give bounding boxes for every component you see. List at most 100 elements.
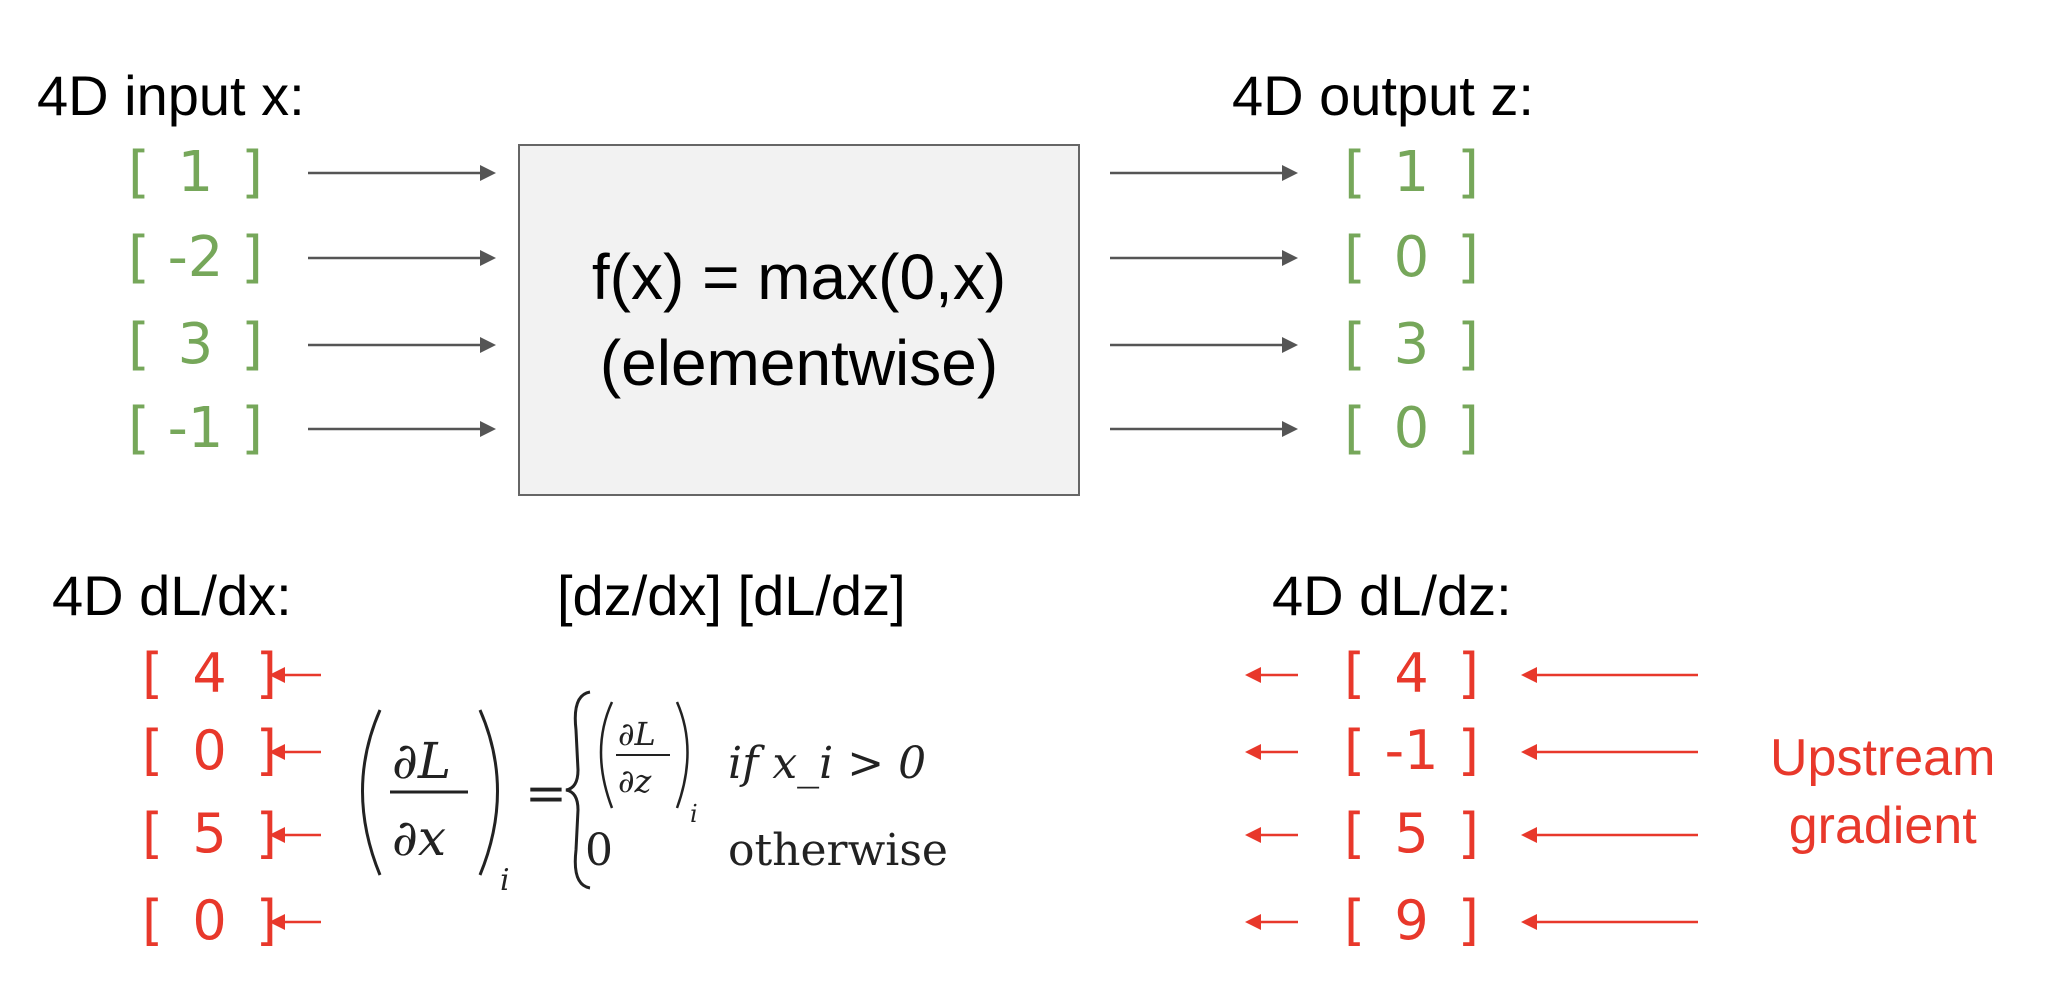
bracket-close: ]	[1457, 396, 1479, 461]
dx-arrow	[269, 744, 321, 760]
output-arrow	[1110, 337, 1298, 353]
input-value: 1	[177, 140, 214, 205]
dx-arrow	[269, 667, 321, 683]
function-note: (elementwise)	[599, 327, 999, 399]
relu-gradient-formula: ∂L ∂x i = ∂L ∂z i if x_i > 0 0 otherwise	[361, 690, 948, 898]
equals-sign: =	[525, 764, 567, 822]
bracket-open: [	[142, 802, 164, 865]
output-entry: [0]	[1344, 230, 1479, 286]
bracket-open: [	[128, 225, 150, 290]
dx-entry: [5]	[142, 807, 277, 861]
bracket-close: ]	[255, 889, 277, 952]
bracket-open: [	[1344, 312, 1366, 377]
bracket-open: [	[142, 719, 164, 782]
bracket-close: ]	[1457, 889, 1479, 952]
dz-value: 5	[1394, 802, 1429, 865]
case2-condition: otherwise	[728, 825, 948, 876]
input-title: 4D input x:	[37, 64, 305, 127]
case1-subscript: i	[690, 800, 698, 828]
dz-title: 4D dL/dz:	[1272, 564, 1512, 627]
bracket-open: [	[128, 312, 150, 377]
case1-numerator: ∂L	[618, 715, 656, 753]
input-entry: [-1]	[128, 401, 263, 457]
bracket-open: [	[142, 642, 164, 705]
jacobian-title: [dz/dx] [dL/dz]	[557, 564, 906, 627]
upstream-arrow	[1521, 667, 1698, 683]
bracket-close: ]	[241, 225, 263, 290]
bracket-close: ]	[241, 312, 263, 377]
bracket-close: ]	[255, 802, 277, 865]
upstream-label-line1: Upstream	[1770, 729, 1996, 787]
input-arrow	[308, 337, 496, 353]
bracket-close: ]	[255, 719, 277, 782]
case2-value: 0	[585, 825, 613, 876]
bracket-open: [	[1344, 719, 1366, 782]
bracket-close: ]	[1457, 719, 1479, 782]
output-entry: [1]	[1344, 145, 1479, 201]
dz-value: 4	[1394, 642, 1429, 705]
relu-function-box: f(x) = max(0,x) (elementwise)	[518, 144, 1080, 496]
dx-entry: [4]	[142, 647, 277, 701]
upstream-label-line2: gradient	[1788, 796, 1977, 855]
dx-entry: [0]	[142, 894, 277, 948]
dx-entry: [0]	[142, 724, 277, 778]
case1-denominator: ∂z	[618, 762, 653, 800]
bracket-close: ]	[255, 642, 277, 705]
dx-title: 4D dL/dx:	[52, 564, 292, 627]
input-entry: [3]	[128, 317, 263, 373]
bracket-open: [	[1344, 889, 1366, 952]
bracket-close: ]	[1457, 312, 1479, 377]
function-formula: f(x) = max(0,x)	[591, 240, 1007, 313]
bracket-open: [	[1344, 642, 1366, 705]
bracket-open: [	[1344, 396, 1366, 461]
output-arrow	[1110, 421, 1298, 437]
input-arrow	[308, 421, 496, 437]
bracket-open: [	[128, 140, 150, 205]
dz-arrow	[1245, 667, 1298, 683]
input-value: 3	[177, 312, 214, 377]
output-value: 0	[1393, 396, 1430, 461]
lhs-denominator: ∂x	[392, 809, 446, 867]
dz-value: -1	[1384, 719, 1439, 782]
dz-entry: [-1]	[1344, 724, 1479, 778]
bracket-close: ]	[1457, 802, 1479, 865]
bracket-close: ]	[241, 396, 263, 461]
dx-arrow	[269, 827, 321, 843]
bracket-close: ]	[1457, 642, 1479, 705]
output-entry: [0]	[1344, 401, 1479, 457]
input-value: -2	[167, 225, 224, 290]
input-entry: [1]	[128, 145, 263, 201]
dx-value: 0	[192, 719, 227, 782]
lhs-numerator: ∂L	[392, 732, 451, 790]
upstream-gradient-label: Upstream gradient	[1770, 725, 1995, 860]
dz-value: 9	[1394, 889, 1429, 952]
dz-entry: [4]	[1344, 647, 1479, 701]
output-arrow	[1110, 165, 1298, 181]
output-value: 0	[1393, 225, 1430, 290]
bracket-open: [	[1344, 802, 1366, 865]
bracket-open: [	[142, 889, 164, 952]
output-arrow	[1110, 250, 1298, 266]
bracket-close: ]	[1457, 140, 1479, 205]
dz-arrow	[1245, 744, 1298, 760]
output-entry: [3]	[1344, 317, 1479, 373]
input-entry: [-2]	[128, 230, 263, 286]
dz-entry: [9]	[1344, 894, 1479, 948]
input-arrow	[308, 165, 496, 181]
bracket-close: ]	[241, 140, 263, 205]
bracket-close: ]	[1457, 225, 1479, 290]
case1-condition: if x_i > 0	[728, 738, 926, 789]
dz-entry: [5]	[1344, 807, 1479, 861]
output-value: 1	[1393, 140, 1430, 205]
bracket-open: [	[128, 396, 150, 461]
bracket-open: [	[1344, 140, 1366, 205]
dz-arrow	[1245, 914, 1298, 930]
bracket-open: [	[1344, 225, 1366, 290]
output-value: 3	[1393, 312, 1430, 377]
lhs-subscript: i	[500, 863, 510, 898]
dz-arrow	[1245, 827, 1298, 843]
input-arrow	[308, 250, 496, 266]
dx-value: 5	[192, 802, 227, 865]
